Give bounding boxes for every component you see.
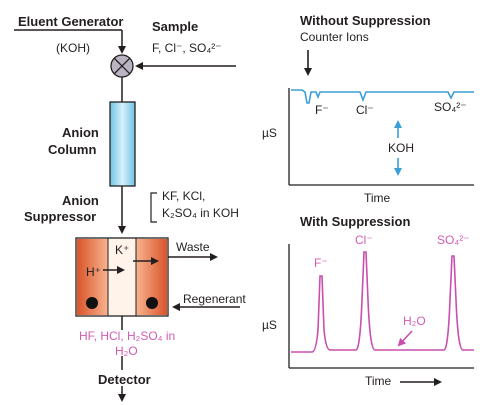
top-peak-label-so4: SO₄²⁻: [434, 100, 467, 114]
top-chart-title: Without Suppression: [300, 13, 431, 28]
top-chart: [288, 50, 474, 186]
bottom-chart-xlabel: Time: [365, 374, 392, 388]
bottom-chart-ylabel: µS: [262, 318, 277, 332]
suppressor-bead-right: [146, 297, 158, 309]
bottom-chart-trace: [291, 251, 474, 353]
eluent-feed-line: [14, 29, 126, 54]
anion-column-label-line2: Column: [48, 142, 97, 157]
koh-annotation: KOH: [388, 141, 415, 155]
suppressor-bead-left: [86, 297, 98, 309]
top-chart-trace: [291, 89, 474, 104]
sample-ions-label: F, Cl⁻, SO₄²⁻: [152, 41, 222, 55]
top-peak-label-cl: Cl⁻: [356, 103, 374, 117]
top-chart-xlabel: Time: [364, 191, 391, 205]
bottom-peak-label-cl: Cl⁻: [355, 233, 373, 247]
bottom-chart: [288, 244, 474, 386]
eluent-reagent-label: (KOH): [56, 41, 90, 55]
top-chart-subtitle: Counter Ions: [300, 30, 369, 44]
suppressor-output-line1: KF, KCl,: [162, 189, 206, 203]
anion-suppressor-device: [75, 237, 169, 317]
suppressor-output-bracket: [150, 192, 157, 223]
top-chart-ylabel: µS: [262, 126, 277, 140]
anion-column: [109, 101, 136, 187]
top-peak-label-f: F⁻: [315, 103, 329, 117]
detector-label: Detector: [98, 372, 151, 387]
bottom-peak-label-so4: SO₄²⁻: [437, 233, 470, 247]
anion-suppressor-label-line2: Suppressor: [24, 209, 97, 224]
product-label-line1: HF, HCl, H₂SO₄ in: [79, 329, 176, 343]
suppressor-output-line2: K₂SO₄ in KOH: [162, 206, 239, 220]
sample-title: Sample: [152, 19, 199, 34]
bottom-chart-title: With Suppression: [300, 214, 411, 229]
regenerant-label: Regenerant: [183, 292, 246, 306]
h-plus-ion-label: H⁺: [86, 265, 101, 279]
h2o-annotation: H₂O: [403, 314, 426, 328]
h2o-arrow: [397, 330, 413, 347]
injection-valve-icon: [110, 54, 134, 78]
k-plus-ion-label: K⁺: [115, 243, 130, 257]
bottom-peak-label-f: F⁻: [314, 256, 328, 270]
eluent-generator-title: Eluent Generator: [18, 14, 124, 29]
waste-label: Waste: [176, 240, 210, 254]
anion-suppressor-label-line1: Anion: [62, 193, 99, 208]
product-label-line2: H₂O: [115, 344, 138, 358]
anion-column-label-line1: Anion: [62, 125, 99, 140]
